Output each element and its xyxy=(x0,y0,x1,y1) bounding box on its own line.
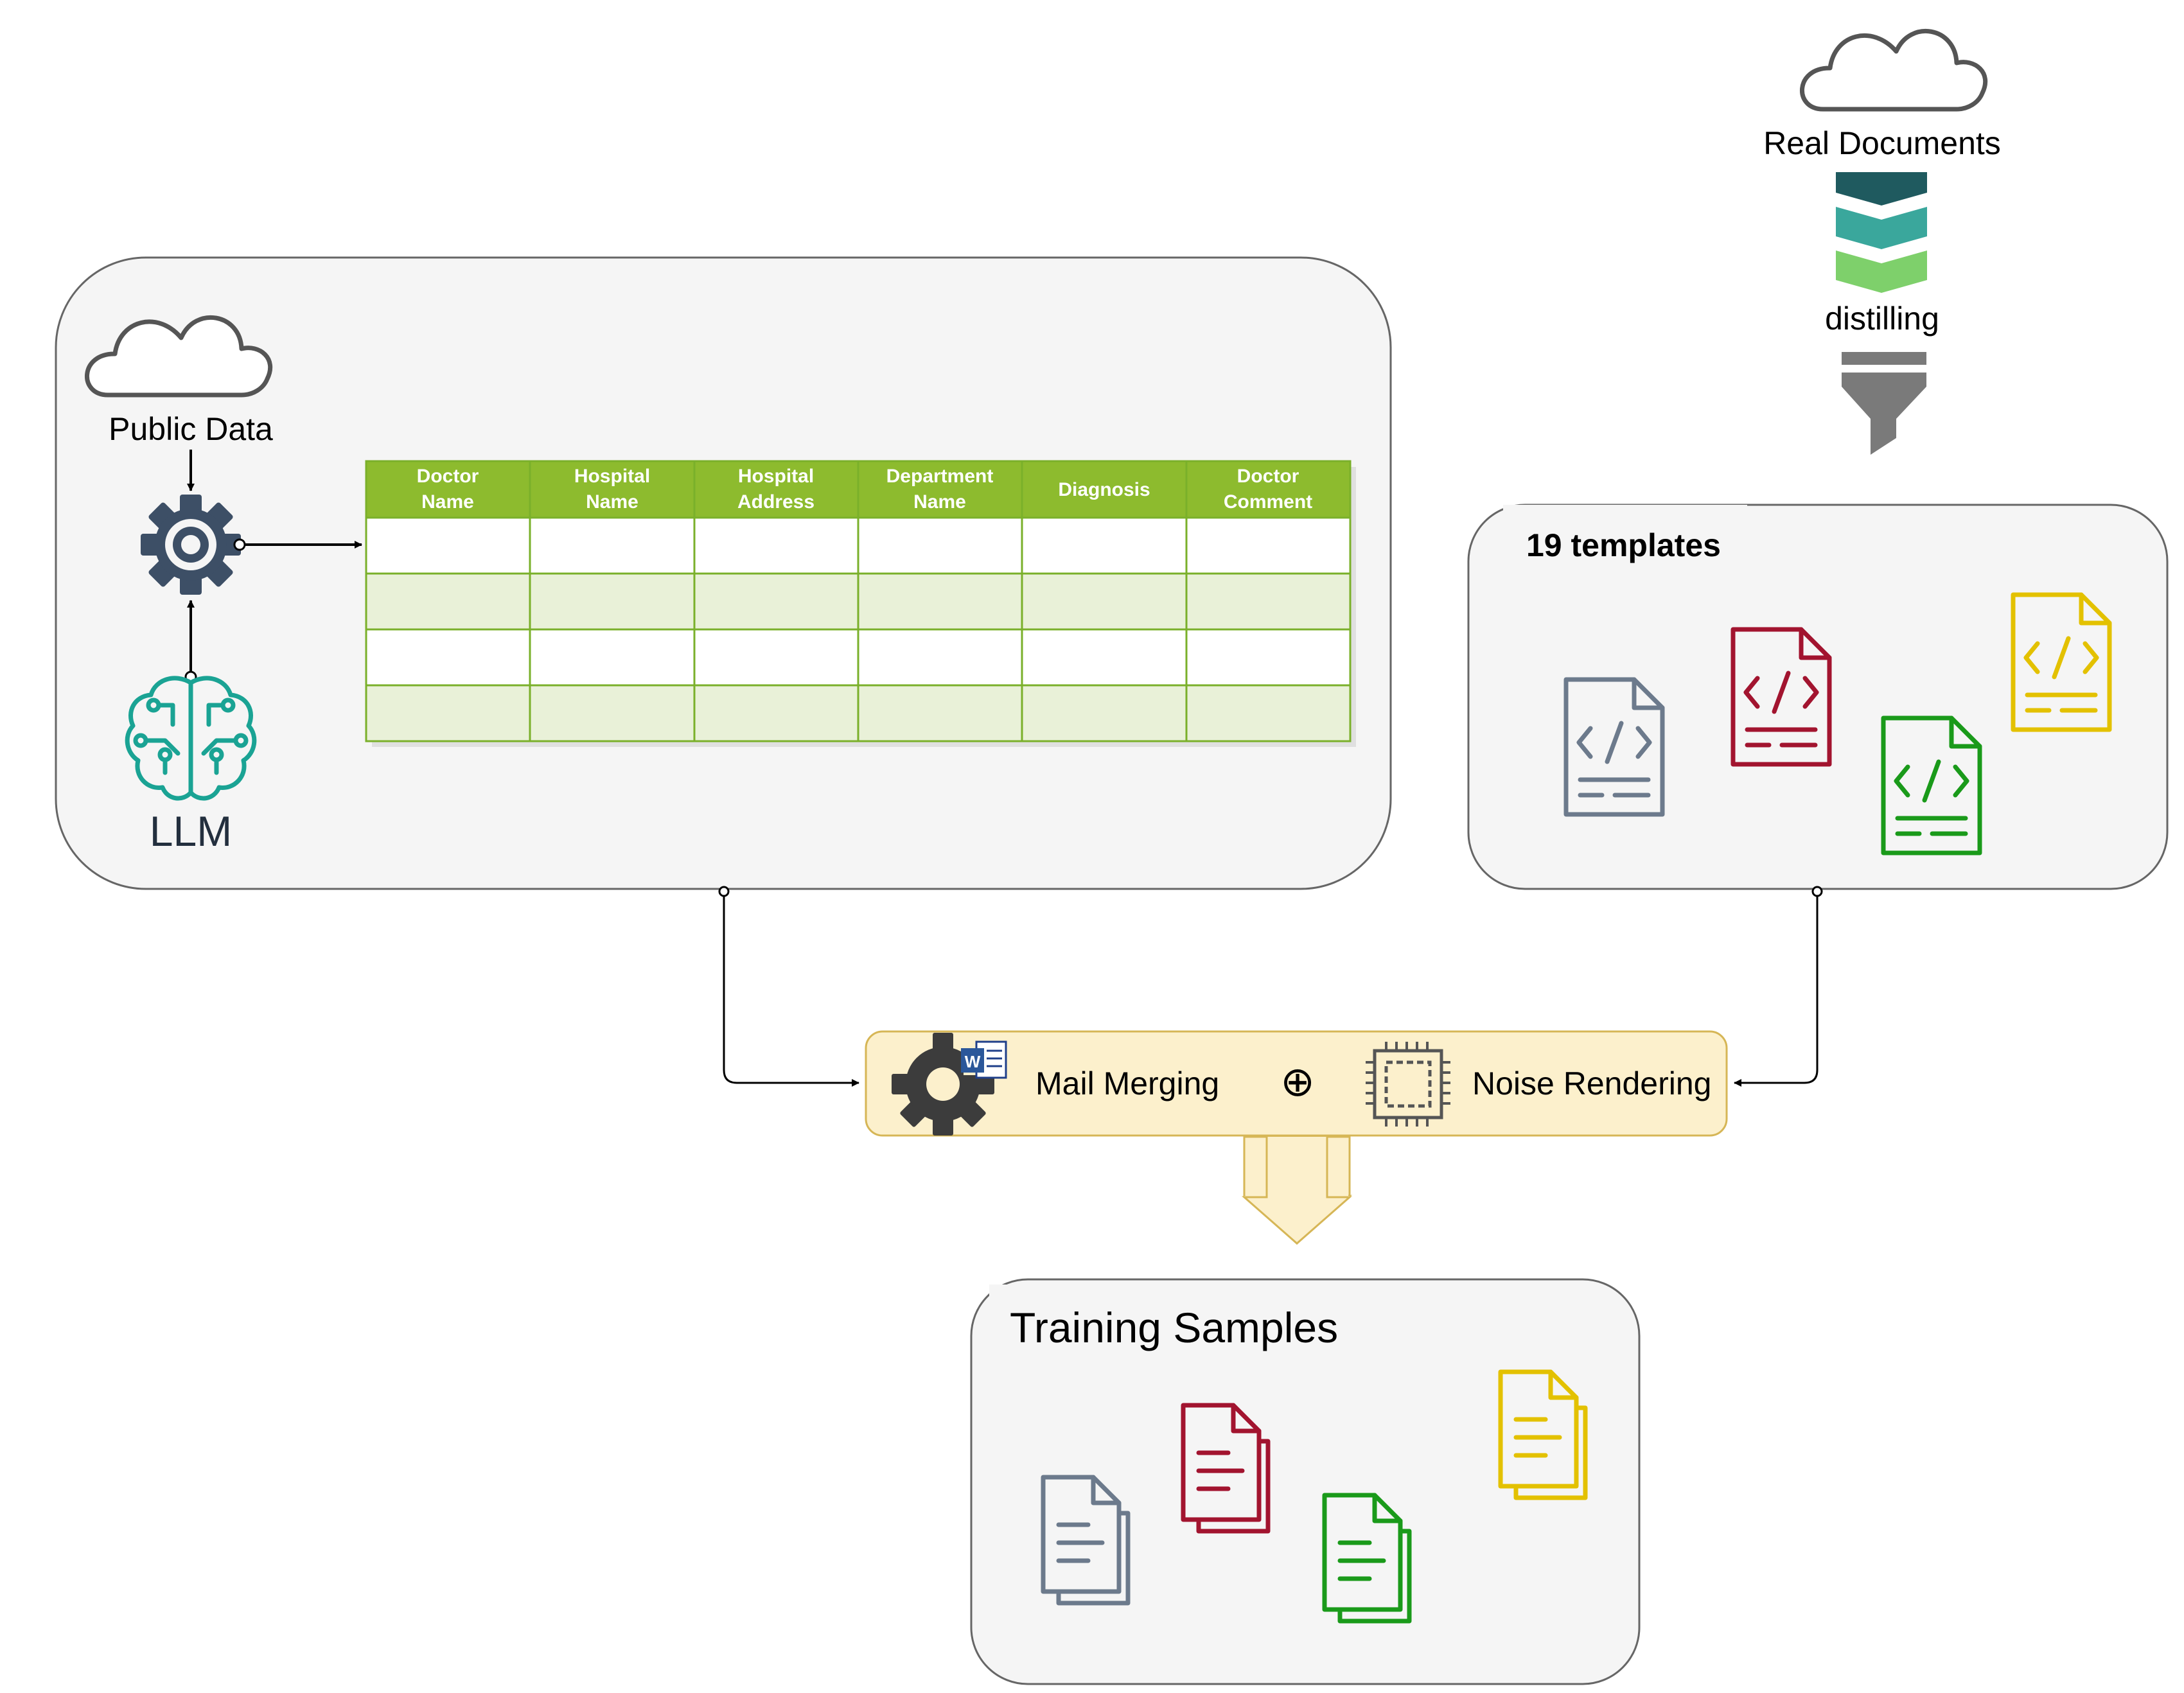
training-samples-title: Training Samples xyxy=(1010,1304,1338,1351)
templates-to-process-connector xyxy=(1734,893,1819,1087)
layers-stack-icon xyxy=(1836,172,1927,293)
word-icon-letter: W xyxy=(965,1052,981,1071)
templates-title: 19 templates xyxy=(1526,527,1721,563)
llm-label: LLM xyxy=(150,807,232,855)
documents-icon xyxy=(1041,1475,1131,1606)
code-file-icon xyxy=(1881,715,1982,855)
brain-circuit-icon xyxy=(125,676,257,801)
documents-icon xyxy=(1322,1493,1412,1624)
public-data-cloud-icon xyxy=(84,315,273,398)
documents-icon xyxy=(1181,1403,1271,1534)
code-file-icon xyxy=(1563,677,1665,817)
chip-icon xyxy=(1366,1042,1450,1127)
distilling-label: distilling xyxy=(1825,301,1939,337)
process-box xyxy=(865,1030,1728,1137)
gear-word-icon: W xyxy=(892,1033,1007,1136)
combine-operator: ⊕ xyxy=(1280,1058,1315,1105)
funnel-icon xyxy=(1842,352,1926,455)
documents-icon xyxy=(1498,1369,1588,1500)
training-samples-panel xyxy=(970,1278,1641,1685)
noise-rendering-label: Noise Rendering xyxy=(1472,1066,1711,1101)
real-documents-label: Real Documents xyxy=(1763,125,2001,161)
header-diagnosis: Diagnosis xyxy=(1058,479,1150,500)
mail-merging-label: Mail Merging xyxy=(1035,1066,1219,1101)
panel-to-process-connector xyxy=(723,893,859,1087)
gear-icon xyxy=(141,495,241,595)
public-data-label: Public Data xyxy=(109,411,273,447)
code-file-icon xyxy=(2011,592,2112,732)
real-documents-cloud-icon xyxy=(1799,28,1988,112)
code-file-icon xyxy=(1730,627,1832,767)
